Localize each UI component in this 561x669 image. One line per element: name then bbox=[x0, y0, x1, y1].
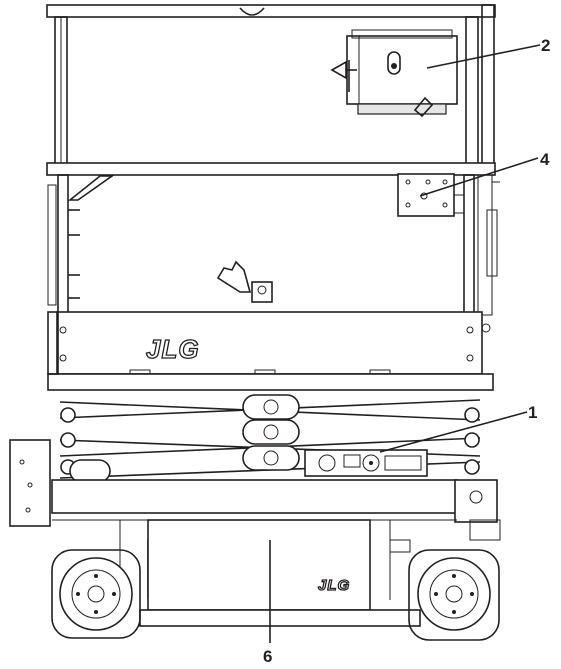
chassis bbox=[9, 439, 501, 541]
ground-control-panel-item-1 bbox=[304, 449, 428, 477]
callout-6: 6 bbox=[263, 647, 272, 666]
callout-2: 2 bbox=[541, 36, 550, 55]
jlg-logo-platform: JLG bbox=[146, 334, 200, 364]
leader-line-4 bbox=[419, 157, 539, 197]
callout-1: 1 bbox=[528, 403, 537, 422]
callout-4: 4 bbox=[540, 150, 550, 169]
leader-line-2 bbox=[426, 44, 541, 69]
left-wheel bbox=[51, 549, 141, 639]
platform-deck: JLG bbox=[47, 311, 494, 391]
leader-line-1 bbox=[379, 411, 528, 453]
jlg-logo-base: JLG bbox=[318, 577, 350, 594]
component-box-item-2 bbox=[330, 29, 458, 118]
component-plate-item-4 bbox=[397, 173, 465, 217]
mid-rail bbox=[46, 162, 496, 176]
right-wheel bbox=[408, 549, 500, 641]
